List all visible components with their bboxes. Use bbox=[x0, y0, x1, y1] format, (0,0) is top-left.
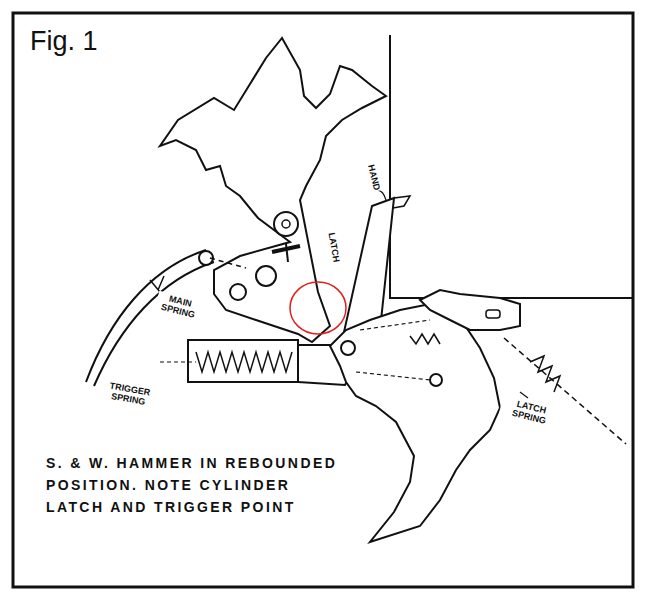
sear bbox=[286, 244, 288, 262]
part-label-holder: MAIN SPRING bbox=[154, 291, 204, 323]
part-label-holder: TRIGGER SPRING bbox=[97, 379, 162, 411]
spring-arrow bbox=[150, 276, 164, 292]
hammer-pivot bbox=[282, 220, 290, 228]
rebound-slide bbox=[188, 340, 298, 382]
part-label: LATCH SPRING bbox=[499, 395, 562, 429]
hand-spring bbox=[410, 334, 440, 344]
leader-line bbox=[520, 392, 528, 398]
figure-title-holder: Fig. 1 bbox=[30, 26, 98, 56]
part-label-holder: HAND bbox=[362, 155, 389, 198]
trigger bbox=[330, 304, 500, 542]
stirrup-line bbox=[210, 258, 246, 268]
figure-title: Fig. 1 bbox=[30, 26, 98, 56]
figure-border bbox=[13, 13, 633, 587]
trigger-pivot bbox=[430, 374, 442, 386]
hammer-pivot bbox=[274, 212, 298, 236]
center-line bbox=[356, 320, 430, 380]
cylinder-latch bbox=[420, 290, 520, 330]
trigger-spring bbox=[196, 352, 292, 372]
part-label: MAIN SPRING bbox=[155, 291, 204, 322]
part-label: LATCH bbox=[326, 231, 341, 264]
latch-spring bbox=[530, 356, 560, 392]
hammer-hole bbox=[256, 266, 276, 286]
hammer-hole bbox=[230, 284, 246, 300]
highlight-circle bbox=[290, 282, 346, 334]
caption-holder: S. & W. HAMMER IN REBOUNDED POSITION. NO… bbox=[46, 452, 346, 518]
leader-line bbox=[376, 190, 386, 200]
part-label: HAND bbox=[366, 163, 382, 193]
latch-slot bbox=[486, 310, 500, 318]
center-line bbox=[504, 338, 626, 444]
frame-line bbox=[390, 35, 632, 298]
trigger-pin bbox=[341, 341, 355, 355]
main-spring bbox=[86, 250, 206, 382]
figure-caption: S. & W. HAMMER IN REBOUNDED POSITION. NO… bbox=[46, 452, 346, 518]
center-line bbox=[160, 361, 196, 362]
part-label: TRIGGER SPRING bbox=[97, 379, 162, 409]
part-label-holder: LATCH bbox=[323, 224, 348, 270]
frame-step bbox=[393, 196, 410, 208]
part-label-holder: LATCH SPRING bbox=[498, 395, 562, 431]
